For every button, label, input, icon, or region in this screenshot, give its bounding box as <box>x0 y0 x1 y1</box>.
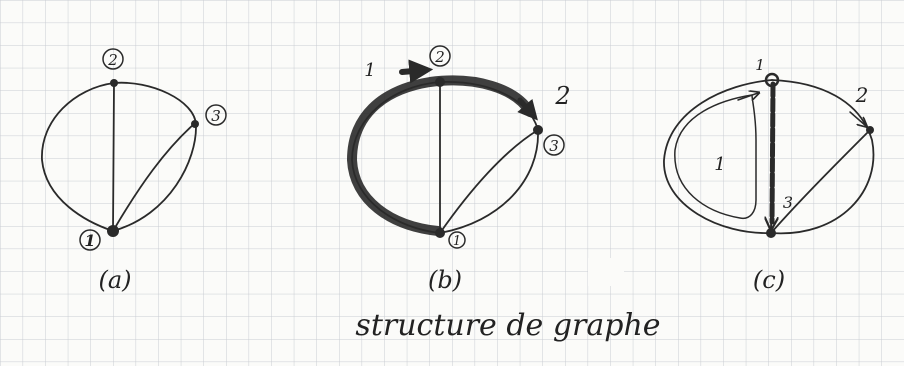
panel-a-caption: (a) <box>98 266 131 294</box>
panel-a-edge-1-2 <box>112 82 115 232</box>
panel-a-node-label-2: 2 <box>107 51 118 69</box>
panel-c-cycle-loop <box>674 94 757 220</box>
panel-b-highlighted-path <box>347 75 535 236</box>
panel-b-caption: (b) <box>428 266 462 294</box>
panel-b: 2 3 1 1 2 (b) <box>347 45 571 294</box>
panel-a-node-3 <box>191 120 199 128</box>
panel-b-label-2-circle <box>429 45 451 67</box>
panel-a-node-label-1: 1 <box>84 231 95 250</box>
panel-a-node-1 <box>107 225 119 237</box>
panel-b-node-3 <box>533 125 543 135</box>
panel-c-dashed-edge <box>769 81 776 225</box>
panel-b-node-label-2: 2 <box>434 48 445 66</box>
panel-c-node-1 <box>764 72 780 88</box>
panel-b-node-label-1: 1 <box>453 234 461 249</box>
paper-patch <box>588 258 624 286</box>
panel-b-node-2 <box>435 77 445 87</box>
panel-c-dashed-arrow <box>771 204 772 228</box>
panel-c-edge-1-2 <box>770 129 871 234</box>
panel-a-outer-edge <box>41 82 115 232</box>
panel-c-caption: (c) <box>753 266 785 294</box>
panel-a-node-2 <box>110 79 118 87</box>
panel-a-label-1-circle <box>79 229 101 251</box>
panel-c-right-edge <box>770 79 875 235</box>
panel-c-node-label-1: 1 <box>755 56 765 74</box>
panel-c-arrow-to-2 <box>849 111 866 126</box>
panel-c-node-2 <box>866 126 874 134</box>
panel-b-node-1 <box>435 228 445 238</box>
panel-b-edge-1-3 <box>439 129 539 234</box>
panel-a-edge-1-3 <box>112 123 195 232</box>
panel-b-label-1-circle <box>448 231 466 249</box>
panel-b-arrow-label-2: 2 <box>554 82 570 110</box>
panel-c-region-label-1: 1 <box>714 154 725 175</box>
panel-b-node-label-3: 3 <box>549 137 559 155</box>
panel-b-edge-3-1-outer <box>439 129 539 234</box>
panel-a-label-2-circle <box>102 48 124 70</box>
panel-a: 2 3 1 (a) <box>41 48 227 294</box>
panel-c-region-label-3: 3 <box>783 193 793 212</box>
panel-b-label-3-circle <box>543 134 565 156</box>
panel-a-node-label-3: 3 <box>211 107 221 125</box>
panel-c-outer-edge <box>663 79 773 234</box>
panel-b-arrow-label-1: 1 <box>364 60 375 81</box>
figure-title: structure de graphe <box>355 308 660 343</box>
panel-c: 1 2 1 3 (c) <box>663 56 875 294</box>
panel-c-cycle-arrow <box>737 93 758 101</box>
panel-c-node-3 <box>766 228 776 238</box>
panel-b-arrow-2 <box>517 97 538 121</box>
panel-c-node-label-2: 2 <box>855 83 869 107</box>
panel-b-arrow-1 <box>399 59 434 84</box>
panel-a-label-3-circle <box>205 104 227 126</box>
